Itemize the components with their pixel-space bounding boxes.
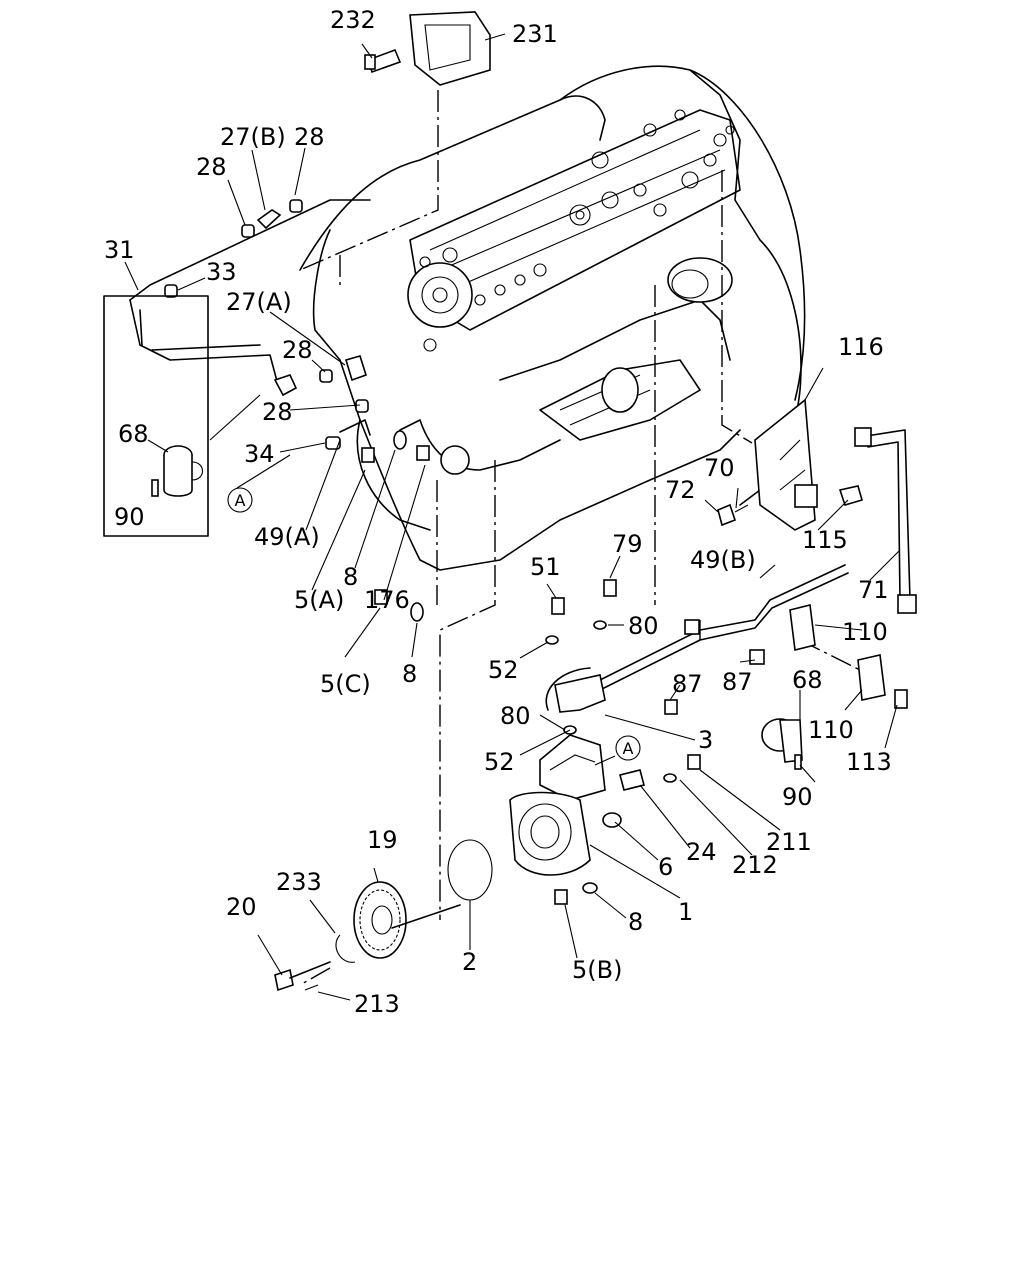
coolant-hose-assembly	[129, 199, 371, 450]
label-68-right: 68	[792, 666, 823, 694]
label-51: 51	[530, 553, 561, 581]
label-8-lower: 8	[402, 660, 417, 688]
label-28-left: 28	[196, 153, 227, 181]
label-110-upper: 110	[842, 618, 888, 646]
label-33: 33	[206, 258, 237, 286]
label-231: 231	[512, 20, 558, 48]
label-31: 31	[104, 236, 135, 264]
air-compressor	[361, 430, 701, 905]
label-72: 72	[665, 476, 696, 504]
reference-A-compressor: A	[615, 735, 641, 761]
label-24: 24	[686, 838, 717, 866]
oil-pipe-and-clamps	[599, 564, 908, 770]
label-19: 19	[367, 826, 398, 854]
label-5b: 5(B)	[572, 956, 622, 984]
label-113: 113	[846, 748, 892, 776]
label-8-compressor: 8	[628, 908, 643, 936]
label-49a: 49(A)	[254, 523, 320, 551]
svg-text:A: A	[235, 491, 246, 510]
label-70: 70	[704, 454, 735, 482]
callout-leaders	[124, 33, 901, 1001]
label-116: 116	[838, 333, 884, 361]
label-28-top: 28	[294, 123, 325, 151]
label-28-mid: 28	[282, 336, 313, 364]
svg-text:A: A	[623, 739, 634, 758]
assembly-leader-lines	[299, 90, 861, 986]
label-110-lower: 110	[808, 716, 854, 744]
label-233: 233	[276, 868, 322, 896]
compressor-drive-gear	[274, 881, 461, 992]
label-34: 34	[244, 440, 275, 468]
label-71: 71	[858, 576, 889, 604]
label-20: 20	[226, 893, 257, 921]
label-176: 176	[364, 586, 410, 614]
label-68-inset: 68	[118, 420, 149, 448]
label-87-left: 87	[672, 670, 703, 698]
label-80-lower: 80	[500, 702, 531, 730]
label-90-inset: 90	[114, 503, 145, 531]
right-bracket-and-pipe	[717, 398, 917, 614]
label-2: 2	[462, 948, 477, 976]
label-213: 213	[354, 990, 400, 1018]
part-number-labels: 232 231 27(B) 28 28 31 33 27(A) 28 28 68…	[104, 6, 892, 1018]
label-6: 6	[658, 853, 673, 881]
label-211: 211	[766, 828, 812, 856]
label-79: 79	[612, 530, 643, 558]
label-87-right: 87	[722, 668, 753, 696]
label-115: 115	[802, 526, 848, 554]
inset-clamp-detail	[103, 295, 209, 537]
reference-A-left: A	[227, 487, 253, 513]
label-1: 1	[678, 898, 693, 926]
label-80-upper: 80	[628, 612, 659, 640]
label-27b: 27(B)	[220, 123, 286, 151]
engine-block	[299, 65, 806, 571]
label-8-upper: 8	[343, 563, 358, 591]
label-28-low: 28	[262, 398, 293, 426]
label-90-right: 90	[782, 783, 813, 811]
engine-hanger-bracket	[364, 11, 491, 86]
label-3: 3	[698, 726, 713, 754]
label-27a: 27(A)	[226, 288, 292, 316]
label-212: 212	[732, 851, 778, 879]
label-52-upper: 52	[488, 656, 519, 684]
label-5c: 5(C)	[320, 670, 371, 698]
label-5a: 5(A)	[294, 586, 344, 614]
label-52-lower: 52	[484, 748, 515, 776]
label-232: 232	[330, 6, 376, 34]
label-49b: 49(B)	[690, 546, 756, 574]
